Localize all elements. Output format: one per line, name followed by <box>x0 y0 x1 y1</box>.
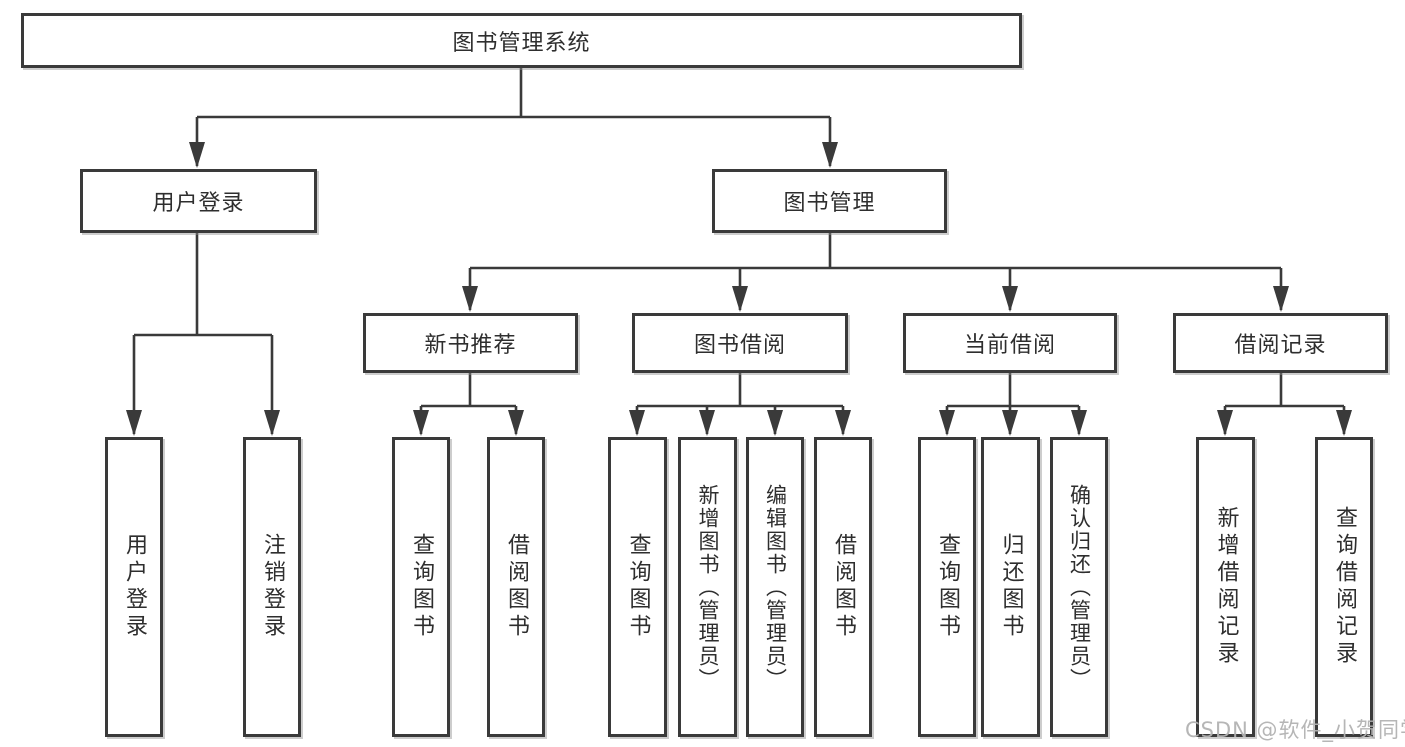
leaf-borrow-edit-admin: 编辑图书（管理员） <box>746 437 804 737</box>
leaf-current-confirm-return-admin: 确认归还（管理员） <box>1050 437 1108 737</box>
node-root-label: 图书管理系统 <box>452 30 591 56</box>
leaf-borrow-borrow: 借阅图书 <box>814 437 872 737</box>
leaf-current-query-label: 查询图书 <box>935 533 960 641</box>
leaf-borrow-edit-admin-label: 编辑图书（管理员） <box>763 483 788 691</box>
leaf-login-user-login: 用户登录 <box>105 437 163 737</box>
book-borrow-connectors <box>629 373 851 436</box>
leaf-login-user-login-label: 用户登录 <box>122 533 147 641</box>
leaf-newbooks-query-label: 查询图书 <box>409 533 434 641</box>
node-user-login: 用户登录 <box>80 169 317 233</box>
leaf-borrow-query: 查询图书 <box>608 437 667 737</box>
leaf-records-add: 新增借阅记录 <box>1196 437 1255 737</box>
leaf-records-add-label: 新增借阅记录 <box>1213 506 1239 668</box>
node-book-borrow: 图书借阅 <box>632 313 848 373</box>
leaf-borrow-borrow-label: 借阅图书 <box>831 533 856 641</box>
leaf-newbooks-query: 查询图书 <box>392 437 450 737</box>
leaf-newbooks-borrow-label: 借阅图书 <box>504 533 529 641</box>
leaf-current-confirm-return-admin-label: 确认归还（管理员） <box>1067 483 1092 691</box>
leaf-records-query-label: 查询借阅记录 <box>1332 506 1357 668</box>
new-books-connectors <box>413 373 524 436</box>
leaf-borrow-query-label: 查询图书 <box>625 533 651 641</box>
leaf-login-logout: 注销登录 <box>243 437 301 737</box>
node-book-mgmt: 图书管理 <box>712 169 947 233</box>
root-connectors <box>189 68 838 168</box>
leaf-current-return-label: 归还图书 <box>998 533 1024 641</box>
leaf-login-logout-label: 注销登录 <box>260 533 285 641</box>
node-book-mgmt-label: 图书管理 <box>783 191 876 216</box>
user-login-connectors <box>126 233 280 436</box>
node-root: 图书管理系统 <box>21 13 1022 68</box>
node-current-borrow-label: 当前借阅 <box>963 333 1056 358</box>
node-new-books-label: 新书推荐 <box>424 333 517 358</box>
node-current-borrow: 当前借阅 <box>903 313 1117 373</box>
node-book-borrow-label: 图书借阅 <box>693 333 786 358</box>
node-borrow-records-label: 借阅记录 <box>1234 333 1327 358</box>
book-mgmt-connectors <box>462 233 1289 312</box>
leaf-newbooks-borrow: 借阅图书 <box>487 437 545 737</box>
current-borrow-connectors <box>939 373 1087 436</box>
node-borrow-records: 借阅记录 <box>1173 313 1388 373</box>
leaf-current-query: 查询图书 <box>918 437 976 737</box>
node-new-books: 新书推荐 <box>363 313 578 373</box>
node-user-login-label: 用户登录 <box>152 191 245 216</box>
leaf-borrow-add-admin-label: 新增图书（管理员） <box>696 483 720 691</box>
leaf-current-return: 归还图书 <box>981 437 1040 737</box>
leaf-borrow-add-admin: 新增图书（管理员） <box>678 437 737 737</box>
csdn-watermark: CSDN @软件_小贺同学 <box>1185 718 1405 742</box>
leaf-records-query: 查询借阅记录 <box>1315 437 1373 737</box>
borrow-records-connectors <box>1217 373 1352 436</box>
